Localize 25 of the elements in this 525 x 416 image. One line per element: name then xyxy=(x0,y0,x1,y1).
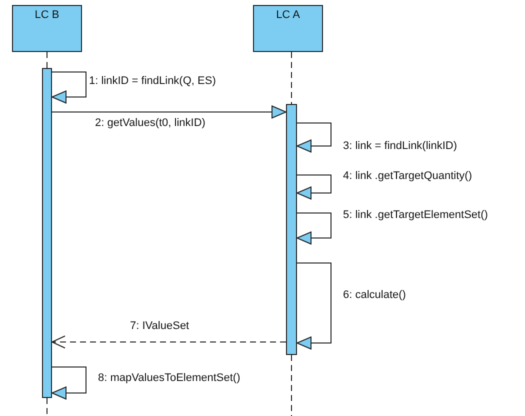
self-message-arrow xyxy=(52,72,86,104)
participant-name: LC A xyxy=(276,9,300,21)
self-message-arrow xyxy=(296,262,332,350)
lifeline xyxy=(291,354,292,416)
activation-bar xyxy=(42,68,52,398)
message-label: 5: link .getTargetElementSet() xyxy=(342,209,489,222)
self-message-arrow xyxy=(52,366,86,400)
lifeline xyxy=(291,52,292,104)
message-label: 4: link .getTargetQuantity() xyxy=(342,170,474,183)
lifeline xyxy=(46,52,48,68)
message-arrow xyxy=(52,106,286,118)
message-label: 3: link = findLink(linkID) xyxy=(342,140,458,153)
message-label: 6: calculate() xyxy=(342,289,407,302)
message-label: 1: linkID = findLink(Q, ES) xyxy=(88,75,217,88)
lifeline-header-box xyxy=(12,5,82,52)
self-message-arrow xyxy=(296,122,332,152)
return-arrow xyxy=(52,336,286,348)
message-label: 8: mapValuesToElementSet() xyxy=(97,372,242,385)
activation-bar xyxy=(286,104,297,355)
self-message-arrow xyxy=(296,212,332,244)
lifeline xyxy=(46,398,48,416)
participant-name: LC B xyxy=(34,9,60,21)
message-label: 2: getValues(t0, linkID) xyxy=(94,117,206,130)
lifeline-header-box xyxy=(253,5,323,52)
self-message-arrow xyxy=(296,174,332,200)
